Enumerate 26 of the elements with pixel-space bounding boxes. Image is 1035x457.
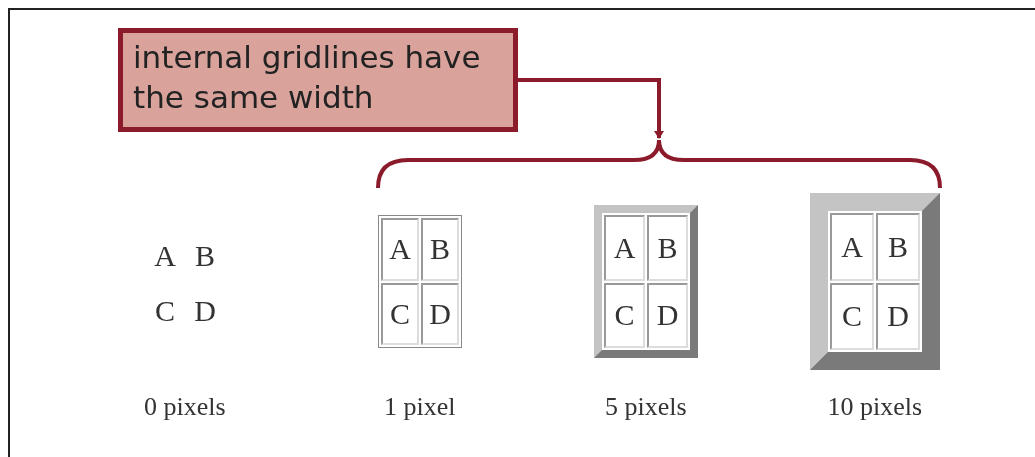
table-cell: B [421, 218, 459, 281]
table-cell: B [647, 215, 688, 281]
cell-letter: D [193, 292, 217, 329]
cell-letter: C [154, 292, 176, 329]
bordered-table [594, 205, 698, 358]
cell-letter: B [194, 237, 216, 274]
table-cell: C [381, 282, 419, 345]
bordered-table [378, 215, 462, 348]
table-cell: B [876, 213, 920, 281]
table-caption: 0 pixels [144, 392, 226, 422]
table-cell: A [830, 213, 874, 281]
table-cell: D [876, 282, 920, 350]
callout-box: internal gridlines have the same width [118, 28, 518, 132]
table-cell: D [421, 282, 459, 345]
arrow [518, 78, 664, 139]
table-cell: C [604, 282, 645, 348]
cell-letter: A [153, 237, 177, 274]
table-cell: A [381, 218, 419, 281]
table-cell: D [647, 282, 688, 348]
curly-brace [376, 138, 942, 189]
table-cell: A [604, 215, 645, 281]
table-caption: 10 pixels [827, 392, 923, 422]
bordered-table [810, 193, 940, 370]
table-caption: 1 pixel [384, 392, 456, 422]
table-caption: 5 pixels [605, 392, 687, 422]
table-cell: C [830, 282, 874, 350]
